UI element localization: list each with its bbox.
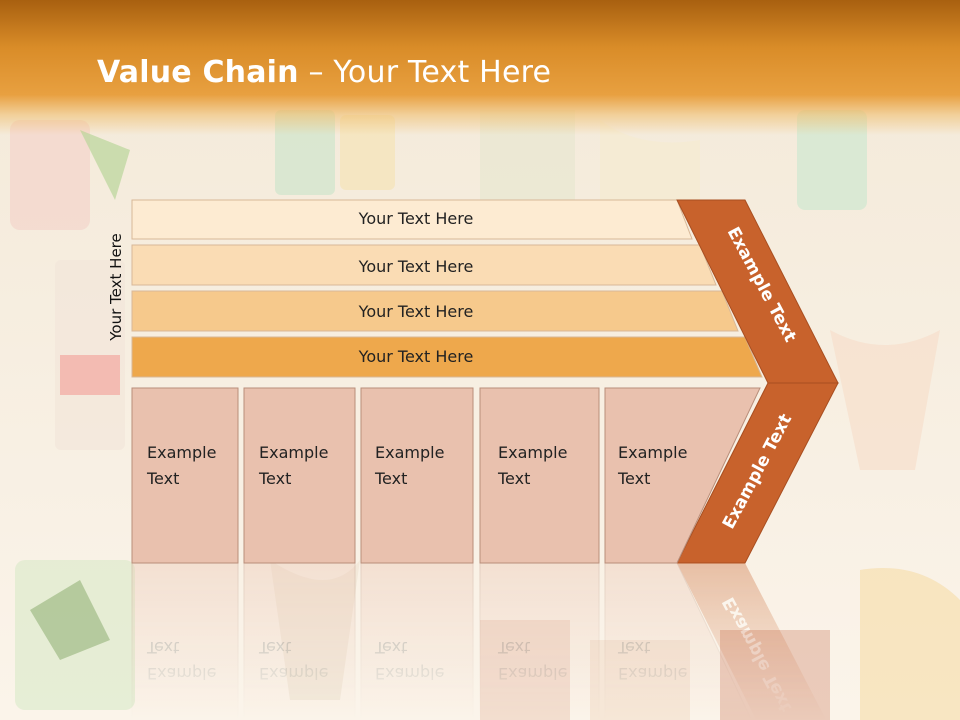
activity-box-1 [131, 387, 239, 564]
diagram-reflection: ExampleText ExampleText ExampleText Exam… [131, 562, 827, 720]
side-label: Your Text Here [107, 233, 125, 341]
svg-text:ExampleText: ExampleText [146, 638, 216, 683]
row-bar-3 [131, 290, 739, 332]
row-label-1: Your Text Here [358, 209, 474, 228]
svg-text:ExampleText: ExampleText [497, 638, 567, 683]
svg-text:ExampleText: ExampleText [374, 638, 444, 683]
svg-text:ExampleText: ExampleText [258, 638, 328, 683]
activity-box-2 [243, 387, 356, 564]
row-bar-1 [131, 199, 693, 240]
row-bar-4 [131, 336, 763, 378]
activity-box-4 [479, 387, 600, 564]
row-label-2: Your Text Here [358, 257, 474, 276]
header-band [0, 0, 960, 135]
row-bar-2 [131, 244, 717, 286]
row-label-4: Your Text Here [358, 347, 474, 366]
activity-box-3 [360, 387, 474, 564]
support-rows: Your Text Here Your Text Here Your Text … [131, 199, 763, 378]
row-label-3: Your Text Here [358, 302, 474, 321]
slide-title: Value Chain – Your Text Here [97, 55, 552, 90]
svg-text:ExampleText: ExampleText [617, 638, 687, 683]
